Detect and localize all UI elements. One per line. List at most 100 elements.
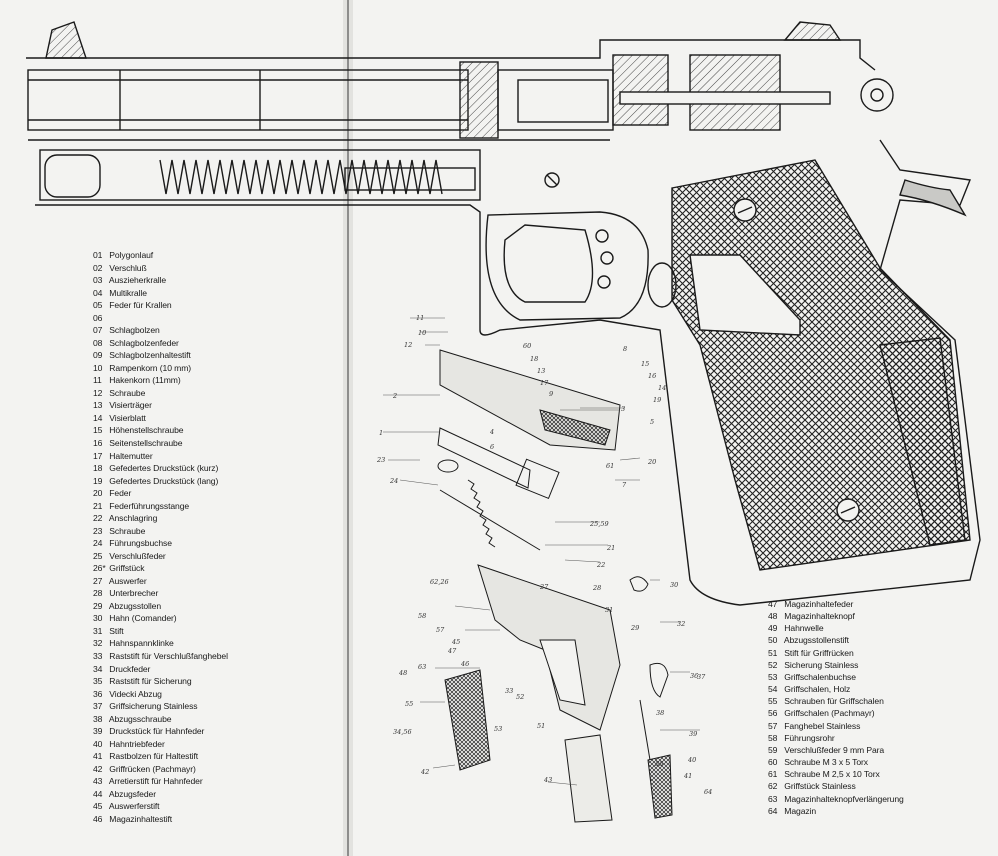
- callout-number: 19: [653, 396, 662, 404]
- legend-item-label: Raststift für Sicherung: [107, 676, 192, 687]
- legend-item-label: Auszieherkralle: [107, 275, 167, 286]
- sectional-drawing: [26, 21, 981, 606]
- callout-number: 1: [379, 429, 384, 437]
- callout-number: 53: [494, 725, 503, 733]
- legend-item-number: 12: [93, 387, 103, 398]
- legend-item-number: 21: [93, 500, 103, 511]
- legend-item-number: 16: [93, 437, 103, 448]
- firing-pin: [619, 91, 831, 105]
- legend-item-number: 24: [93, 538, 103, 549]
- trigger-guard-inner: [503, 224, 594, 303]
- legend-item-label: Anschlagring: [107, 513, 158, 524]
- legend-item-number: 34: [93, 663, 103, 674]
- legend-item-number: 33: [93, 651, 103, 661]
- legend-item: 62 Griffstück Stainless: [768, 780, 904, 792]
- callout-number: 60: [523, 342, 532, 350]
- legend-item: 02 Verschluß: [93, 262, 228, 275]
- legend-item: 07 Schlagbolzen: [93, 324, 228, 337]
- callout-number: 47: [448, 647, 457, 655]
- slide-top: [26, 39, 876, 71]
- legend-item-number: 05: [93, 300, 103, 311]
- legend-item-number: 17: [93, 450, 103, 461]
- legend-item-number: 18: [93, 463, 103, 474]
- legend-item-number: 40: [93, 738, 103, 749]
- legend-item-label: Stift für Griffrücken: [782, 647, 854, 658]
- legend-item-label: Griffrücken (Pachmayr): [107, 763, 196, 774]
- legend-item-number: 13: [93, 400, 103, 411]
- callout-number: 9: [549, 390, 554, 398]
- recoil-channel: [39, 149, 481, 201]
- legend-item-label: Magazinhaltestift: [107, 813, 173, 824]
- legend-item-label: Schlagbolzenfeder: [107, 337, 179, 348]
- callout-number: 27: [540, 583, 549, 591]
- legend-item-number: 63: [768, 793, 778, 804]
- legend-item-number: 32: [93, 638, 103, 649]
- legend-item-label: Fanghebel Stainless: [782, 720, 861, 731]
- legend-item-number: 60: [768, 757, 778, 768]
- callout-number: 7: [622, 481, 627, 489]
- legend-item-label: Griffstück: [107, 563, 145, 574]
- legend-item-number: 19: [93, 475, 103, 486]
- callout-number: 3: [621, 405, 626, 413]
- legend-item-label: Unterbrecher: [107, 588, 159, 599]
- legend-item: 34 Druckfeder: [93, 663, 228, 676]
- legend-item-number: 22: [93, 513, 103, 524]
- callout-number: 37: [697, 673, 706, 681]
- legend-item: 22 Anschlagring: [93, 512, 228, 525]
- legend-item: 54 Griffschalen, Holz: [768, 683, 904, 695]
- callout-number: 48: [399, 669, 408, 677]
- exploded-spring: [467, 479, 496, 548]
- legend-item: 40 Hahntriebfeder: [93, 738, 228, 751]
- front-sight: [45, 21, 87, 59]
- legend-item-number: 62: [768, 781, 778, 792]
- legend-item: 21 Federführungsstange: [93, 500, 228, 513]
- legend-item-label: Rastbolzen für Haltestift: [107, 751, 199, 762]
- legend-item-number: 51: [768, 647, 778, 658]
- legend-item: 63 Magazinhalteknopfverlängerung: [768, 793, 904, 805]
- legend-item-number: 07: [93, 325, 103, 336]
- recoil-spring: [159, 159, 443, 195]
- legend-item: 04 Multikralle: [93, 287, 228, 300]
- exploded-mainspring: [639, 699, 651, 761]
- legend-item: 43 Arretierstift für Hahnfeder: [93, 775, 228, 788]
- legend-item-label: Rampenkorn (10 mm): [107, 362, 192, 373]
- legend-item: 20 Feder: [93, 487, 228, 500]
- legend-item-number: 50: [768, 635, 778, 646]
- barrel: [27, 69, 469, 131]
- legend-item-label: Visierblatt: [107, 412, 146, 423]
- legend-item: 49 Hahnwelle: [768, 622, 904, 634]
- callout-number: 2: [393, 392, 398, 400]
- callout-number: 14: [658, 384, 667, 392]
- exploded-view: [383, 317, 700, 823]
- legend-item-number: 04: [93, 287, 103, 298]
- callout-number: 63: [418, 663, 427, 671]
- legend-item-label: Magazinhalteknopfverlängerung: [782, 793, 904, 804]
- legend-item-label: Griffschalen, Holz: [782, 684, 851, 695]
- legend-item-label: Abzugsschraube: [107, 713, 172, 724]
- legend-item-label: Führungsrohr: [782, 732, 835, 743]
- callout-number: 6: [490, 443, 495, 451]
- legend-item-label: Schlagbolzenhaltestift: [107, 350, 191, 361]
- callout-number: 13: [537, 367, 546, 375]
- legend-item-label: Magazin: [782, 805, 817, 816]
- slide-section-1: [612, 54, 669, 126]
- legend-item: 37 Griffsicherung Stainless: [93, 700, 228, 713]
- callout-number: 39: [689, 730, 698, 738]
- callout-number: 58: [418, 612, 427, 620]
- legend-item-label: Multikralle: [107, 287, 147, 298]
- callout-number: 52: [516, 693, 525, 701]
- legend-item-label: Magazinhaltefeder: [782, 599, 854, 609]
- callout-number: 29: [631, 624, 640, 632]
- exploded-grip-panel-left: [444, 669, 491, 771]
- legend-item: 26* Griffstück: [93, 562, 228, 575]
- legend-item-label: Verschluß: [107, 262, 147, 273]
- legend-item-number: 43: [93, 776, 103, 787]
- legend-item: 41 Rastbolzen für Haltestift: [93, 750, 228, 763]
- legend-item-number: 10: [93, 362, 103, 373]
- legend-item-label: Auswerferstift: [107, 801, 160, 812]
- exploded-magazine: [564, 734, 613, 823]
- legend-item: 36 Videcki Abzug: [93, 688, 228, 701]
